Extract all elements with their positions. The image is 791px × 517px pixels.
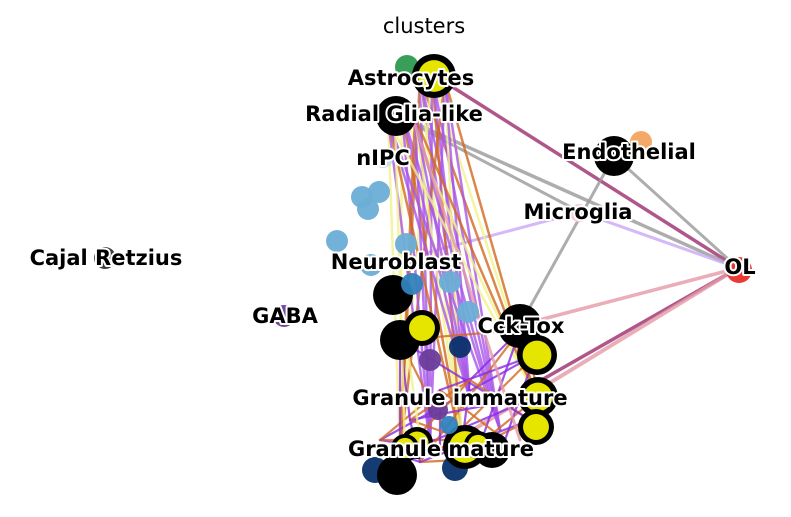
cell-dot <box>449 336 471 358</box>
edge-layer <box>378 72 740 464</box>
cell-dot <box>428 400 448 420</box>
cluster-center-dot <box>381 101 411 131</box>
graph-edge <box>578 210 740 270</box>
node-label-granule-immature: Granule immature <box>352 386 567 410</box>
cluster-center-dot <box>418 60 450 92</box>
node-label-neuroblast: Neuroblast <box>331 250 462 274</box>
graph-edge <box>408 108 522 442</box>
cluster-center-dot <box>599 141 629 171</box>
node-label-nipc: nIPC <box>356 146 410 170</box>
node-label-cck-tox: Cck-Tox <box>478 314 565 338</box>
node-label-endothelial: Endothelial <box>562 140 696 164</box>
graph-edge <box>413 116 464 450</box>
node-label-radial-glia-like: Radial Glia-like <box>305 102 483 126</box>
graph-edge <box>430 72 740 270</box>
cell-dot <box>726 257 752 283</box>
cluster-center-dot <box>467 434 489 456</box>
cell-dot <box>273 305 295 327</box>
cluster-center-dot <box>522 340 552 370</box>
node-label-cajal-retzius: Cajal Retzius <box>30 246 183 270</box>
cluster-center-dot <box>523 382 553 412</box>
graph-edge <box>392 112 740 270</box>
cell-dot <box>401 273 423 295</box>
cell-dot <box>570 204 588 222</box>
cluster-center-dot <box>523 414 549 440</box>
node-label-astrocytes: Astrocytes <box>348 66 475 90</box>
cell-dot <box>630 131 652 153</box>
cluster-center-dot <box>382 460 412 490</box>
cell-dot <box>395 233 417 255</box>
graph-edge <box>518 266 740 327</box>
node-label-ol: OL <box>724 255 755 279</box>
cluster-center-dot <box>504 310 536 342</box>
cell-dot <box>360 254 382 276</box>
graph-edge <box>413 116 537 397</box>
graph-edge <box>408 378 472 422</box>
cluster-center-dot <box>409 315 435 341</box>
node-label-microglia: Microglia <box>524 200 633 224</box>
graph-edge <box>378 353 537 442</box>
cell-dot <box>439 271 461 293</box>
graph-edge <box>518 154 616 327</box>
cell-dot <box>326 230 348 252</box>
cell-dot <box>373 148 393 168</box>
node-label-gaba: GABA <box>252 304 318 328</box>
graph-edge <box>612 154 740 270</box>
cell-dot <box>440 416 458 434</box>
cell-dot <box>368 181 390 203</box>
node-label-granule-mature: Granule mature <box>348 437 534 461</box>
graph-edge <box>386 118 537 397</box>
graph-title: clusters <box>383 14 465 38</box>
graph-edge <box>428 72 434 447</box>
cluster-center-dot <box>378 280 408 310</box>
cell-dot <box>357 198 379 220</box>
cell-dot <box>94 247 116 269</box>
cell-dot <box>457 301 479 323</box>
cell-dot <box>419 349 441 371</box>
cluster-center-dot <box>394 437 416 459</box>
graph-edge <box>418 328 522 464</box>
cell-layer <box>94 54 752 495</box>
graph-edge <box>438 388 507 442</box>
